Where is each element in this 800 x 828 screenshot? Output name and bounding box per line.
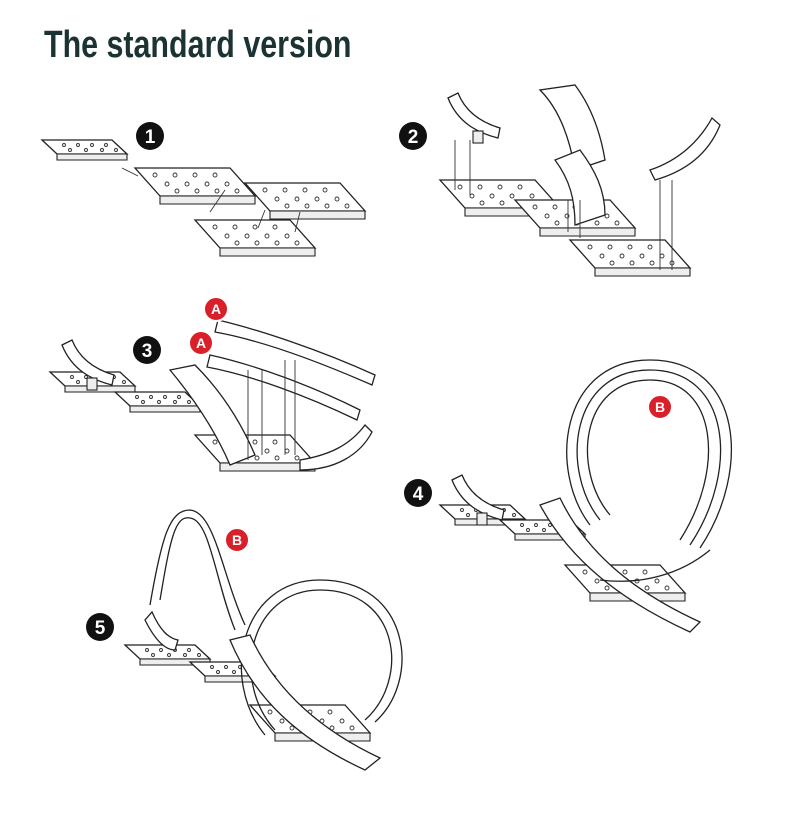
page-title: The standard version xyxy=(44,24,352,66)
label-b-step-4: B xyxy=(647,394,673,420)
svg-text:2: 2 xyxy=(408,127,419,148)
step-2-marker: 2 xyxy=(399,122,427,150)
step-5-marker: 5 xyxy=(86,613,114,641)
svg-text:B: B xyxy=(232,532,242,548)
label-b-step-5: B xyxy=(224,527,250,553)
label-a-lower: A xyxy=(188,330,214,356)
svg-text:5: 5 xyxy=(95,618,106,639)
step-4-diagram xyxy=(439,359,733,633)
label-a-upper: A xyxy=(203,296,229,322)
step-4-marker: 4 xyxy=(404,479,432,507)
svg-text:A: A xyxy=(211,301,221,317)
step-5-diagram xyxy=(124,509,403,771)
step-2-diagram xyxy=(439,84,721,277)
svg-text:1: 1 xyxy=(145,127,156,148)
step-3-diagram xyxy=(49,319,376,472)
svg-text:B: B xyxy=(655,399,665,415)
svg-text:4: 4 xyxy=(413,484,424,505)
step-1-marker: 1 xyxy=(136,122,164,150)
step-1-diagram xyxy=(41,139,366,257)
svg-text:A: A xyxy=(196,335,206,351)
svg-text:3: 3 xyxy=(142,341,153,362)
step-3-marker: 3 xyxy=(133,336,161,364)
